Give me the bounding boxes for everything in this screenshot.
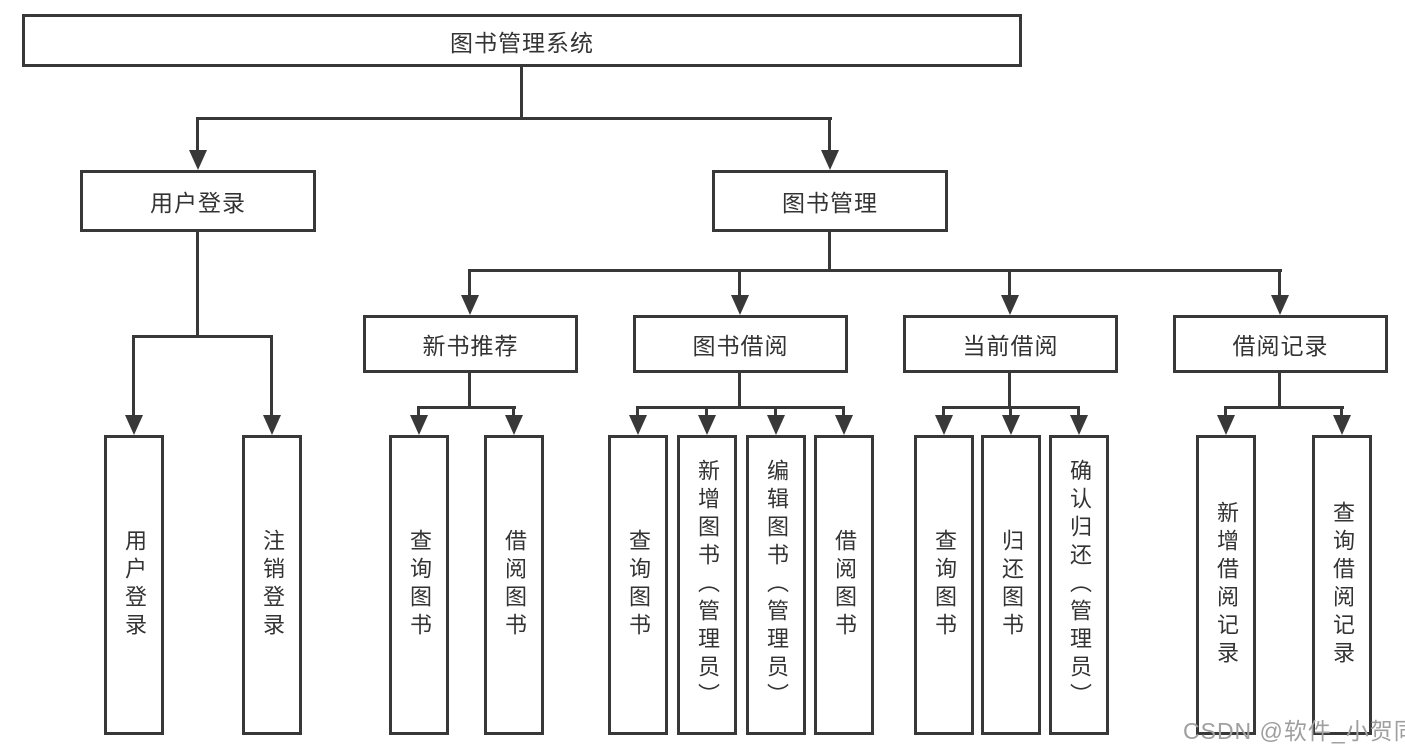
arrow-down-icon (1217, 415, 1235, 435)
arrow-down-icon (1333, 415, 1351, 435)
arrow-down-icon (835, 415, 853, 435)
node-user-login: 用户登录 (80, 170, 316, 232)
leaf-bb-add-books-admin: 新增图书（管理员） (677, 435, 737, 735)
leaf-br-query-borrow-record: 查询借阅记录 (1312, 435, 1372, 735)
connector-line (738, 373, 741, 409)
connector-line (196, 232, 199, 338)
leaf-nbr-query-books: 查询图书 (389, 435, 449, 735)
connector-line (1278, 373, 1281, 409)
leaf-logout: 注销登录 (242, 435, 302, 735)
node-new-book-recommendation: 新书推荐 (363, 315, 578, 373)
arrow-down-icon (935, 415, 953, 435)
connector-line (417, 406, 420, 420)
connector-line (468, 269, 471, 297)
connector-line (132, 335, 273, 338)
arrow-down-icon (698, 415, 716, 435)
arrow-down-icon (461, 295, 479, 315)
arrow-down-icon (189, 150, 207, 170)
arrow-down-icon (1070, 415, 1088, 435)
connector-line (1278, 269, 1281, 297)
node-book-borrowing: 图书借阅 (633, 315, 848, 373)
node-root: 图书管理系统 (22, 14, 1022, 67)
leaf-bb-borrow-books: 借阅图书 (814, 435, 874, 735)
arrow-down-icon (821, 150, 839, 170)
arrow-down-icon (1271, 295, 1289, 315)
arrow-down-icon (731, 295, 749, 315)
connector-line (196, 117, 199, 152)
arrow-down-icon (1001, 295, 1019, 315)
connector-line (842, 406, 845, 420)
arrow-down-icon (1002, 415, 1020, 435)
leaf-cb-return-books: 归还图书 (981, 435, 1041, 735)
connector-line (468, 373, 471, 409)
arrow-down-icon (410, 415, 428, 435)
csdn-watermark: CSDN @软件_小贺同学 (1183, 718, 1405, 744)
arrow-down-icon (125, 415, 143, 435)
connector-line (469, 269, 1282, 272)
connector-line (196, 117, 832, 120)
connector-line (512, 406, 515, 420)
arrow-down-icon (263, 415, 281, 435)
connector-line (705, 406, 708, 420)
connector-line (520, 66, 523, 119)
connector-line (270, 335, 273, 417)
connector-line (1009, 406, 1012, 420)
leaf-bb-edit-books-admin: 编辑图书（管理员） (746, 435, 806, 735)
connector-line (132, 335, 135, 417)
leaf-user-login: 用户登录 (104, 435, 164, 735)
connector-line (828, 117, 831, 152)
connector-line (417, 406, 516, 409)
connector-line (1008, 269, 1011, 297)
arrow-down-icon (629, 415, 647, 435)
connector-line (636, 406, 639, 420)
arrow-down-icon (505, 415, 523, 435)
node-current-borrowing: 当前借阅 (903, 315, 1118, 373)
leaf-cb-query-books: 查询图书 (914, 435, 974, 735)
leaf-br-add-borrow-record: 新增借阅记录 (1196, 435, 1256, 735)
arrow-down-icon (767, 415, 785, 435)
connector-line (1224, 406, 1344, 409)
connector-line (1077, 406, 1080, 420)
leaf-cb-confirm-return-admin: 确认归还（管理员） (1049, 435, 1109, 735)
connector-line (774, 406, 777, 420)
connector-line (1224, 406, 1227, 420)
connector-line (738, 269, 741, 297)
node-book-management: 图书管理 (712, 170, 948, 232)
connector-line (942, 406, 945, 420)
connector-line (1008, 373, 1011, 409)
leaf-bb-query-books: 查询图书 (608, 435, 668, 735)
leaf-nbr-borrow-books: 借阅图书 (484, 435, 544, 735)
connector-line (1340, 406, 1343, 420)
connector-line (828, 232, 831, 272)
node-borrowing-records: 借阅记录 (1173, 315, 1388, 373)
connector-line (636, 406, 845, 409)
